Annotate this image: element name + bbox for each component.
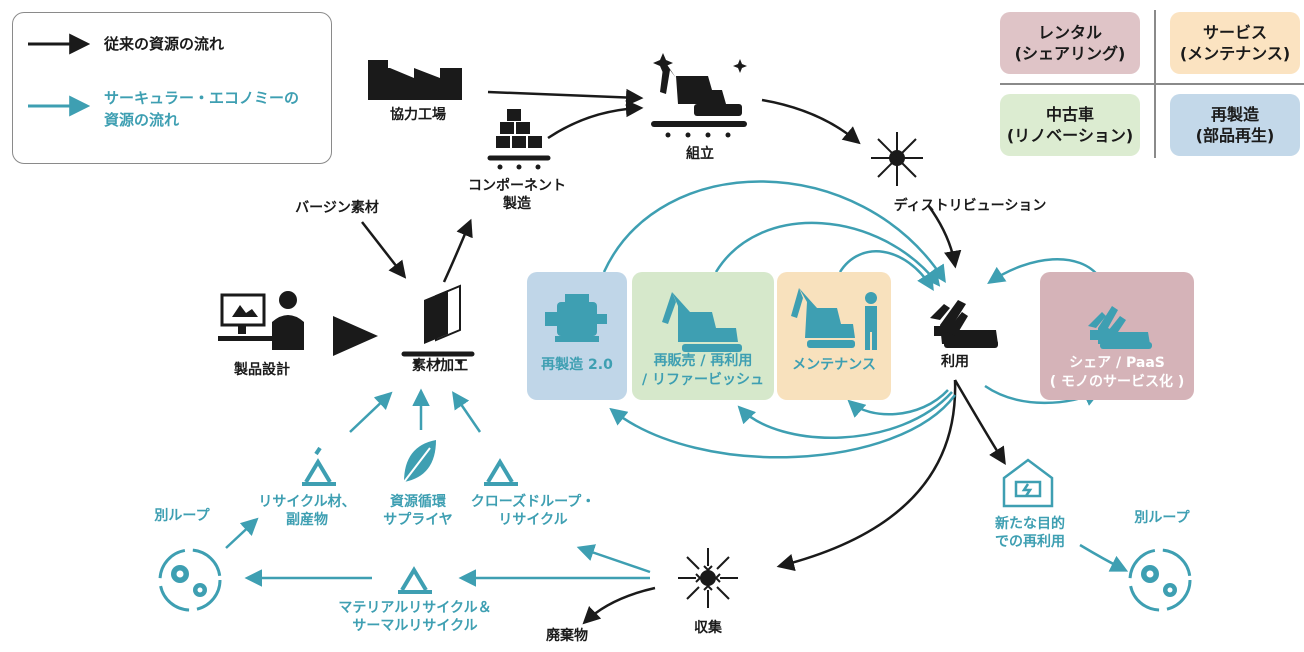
legend-traditional-label: 従来の資源の流れ (104, 35, 225, 53)
excavator-icon (662, 292, 742, 352)
design-to-material-triangle (333, 316, 378, 356)
quadrant-rental-subtitle: (シェアリング) (1014, 44, 1126, 63)
panel-maintenance-label: メンテナンス (792, 357, 876, 373)
arrow-component-to-assembly (547, 99, 644, 140)
quadrant-service-title: サービス (1202, 23, 1267, 42)
arrow-assembly-to-distribution (761, 98, 861, 145)
arrow-collection-to-waste (582, 586, 656, 625)
new-purpose-label-2: での再利用 (995, 534, 1065, 550)
material-recycle-label-1: マテリアルリサイクル＆ (338, 600, 492, 616)
legend-circular-label-1: サーキュラー・エコノミーの (104, 89, 300, 107)
waste-label: 廃棄物 (546, 628, 588, 644)
panel-reman-label: 再製造 2.0 (541, 357, 613, 373)
quadrant-rental: レンタル (シェアリング) (1000, 12, 1140, 74)
supplier-label-2: サプライヤ (383, 512, 453, 528)
arrow-collection-to-closed-loop (576, 544, 651, 574)
arrow-use-to-collection (776, 379, 957, 572)
panel-share-label-1: シェア / PaaS (1069, 355, 1165, 371)
arc-reman-to-use (602, 180, 946, 283)
arc-use-to-resale (737, 391, 953, 439)
component-label-2: 製造 (503, 196, 531, 212)
panel-resale-label-2: / リファービッシュ (642, 372, 764, 388)
virgin-material-label: バージン素材 (295, 200, 379, 216)
excavator-icon (651, 53, 747, 138)
motor-icon (545, 294, 607, 342)
quadrant-service-subtitle: (メンテナンス) (1179, 44, 1291, 63)
legend-circular-label-2: 資源の流れ (104, 111, 180, 129)
component-label-1: コンポーネント (468, 178, 566, 194)
arrow-material-to-component (442, 218, 473, 283)
gear-loop-icon (1128, 548, 1192, 612)
panel-maintenance: メンテナンス (777, 272, 891, 400)
panel-reman: 再製造 2.0 (527, 272, 627, 400)
recycle-icon (484, 458, 518, 486)
quadrant-used: 中古車 (リノベーション) (1000, 94, 1140, 156)
material-recycle-label-2: サーマルリサイクル (352, 618, 478, 634)
factory-icon (368, 60, 462, 100)
panel-share-label-2: ( モノのサービス化 ) (1049, 374, 1185, 390)
gear-loop-icon (158, 548, 222, 612)
quadrant-rental-title: レンタル (1037, 23, 1102, 42)
quadrant-reman-subtitle: (部品再生) (1195, 126, 1275, 145)
house-battery-icon (1002, 458, 1054, 508)
recycled-material-label-1: リサイクル材、 (258, 494, 356, 510)
quadrant-reman: 再製造 (部品再生) (1170, 94, 1300, 156)
arc-resale-to-use (714, 221, 941, 287)
legend-box (12, 12, 332, 164)
product-design-label: 製品設計 (234, 362, 290, 378)
arc-use-to-maintenance (847, 389, 949, 418)
quadrant-used-title: 中古車 (1045, 105, 1094, 124)
excavator-fleet-icon (1088, 306, 1152, 349)
distribution-label: ディストリビューション (893, 198, 1047, 214)
arrow-use-to-new-purpose (953, 379, 1006, 465)
panel-share: シェア / PaaS ( モノのサービス化 ) (1040, 272, 1194, 400)
arrow-virgin-to-material (361, 221, 407, 279)
material-processing-label: 素材加工 (412, 358, 468, 374)
arrow-new-purpose-to-loop (1079, 543, 1129, 572)
other-loop-right-label: 別ループ (1134, 510, 1190, 526)
other-loop-left-label: 別ループ (154, 508, 210, 524)
arc-maintenance-to-use (838, 250, 934, 291)
excavator-fleet-icon (930, 300, 998, 348)
panel-resale: 再販売 / 再利用 / リファービッシュ (632, 272, 774, 400)
material-sheets-icon (401, 284, 475, 365)
panel-resale-label-1: 再販売 / 再利用 (653, 353, 753, 369)
designer-icon (218, 291, 304, 350)
collection-label: 収集 (694, 620, 722, 636)
arrow-other-loop-to-recycled (225, 517, 259, 549)
arrow-closed-loop-to-material (452, 391, 482, 433)
closed-loop-label-1: クローズドループ・ (470, 494, 596, 510)
quadrant-service: サービス (メンテナンス) (1170, 12, 1300, 74)
collection-icon (678, 548, 738, 608)
arrow-factory-to-assembly (487, 88, 644, 107)
recycled-material-label-2: 副産物 (286, 512, 328, 528)
partner-factory-label: 協力工場 (390, 107, 446, 123)
assembly-label: 組立 (686, 146, 714, 162)
leaf-icon (403, 440, 436, 483)
closed-loop-label-2: リサイクル (498, 512, 568, 528)
use-label: 利用 (941, 354, 969, 370)
arrow-recycled-to-material (349, 391, 393, 433)
arc-use-to-reman (609, 394, 957, 459)
quadrant-used-subtitle: (リノベーション) (1006, 126, 1134, 145)
distribution-icon (871, 132, 923, 186)
cubes-icon (487, 109, 551, 170)
worker-icon (791, 288, 877, 350)
arc-share-to-use (987, 258, 1102, 284)
new-purpose-label-1: 新たな目的 (995, 516, 1065, 532)
supplier-label-1: 資源循環 (390, 494, 446, 510)
quadrant-reman-title: 再製造 (1210, 105, 1259, 124)
recycle-icon (302, 446, 336, 486)
recycle-icon (398, 566, 432, 594)
arrow-distribution-to-use (926, 204, 962, 269)
